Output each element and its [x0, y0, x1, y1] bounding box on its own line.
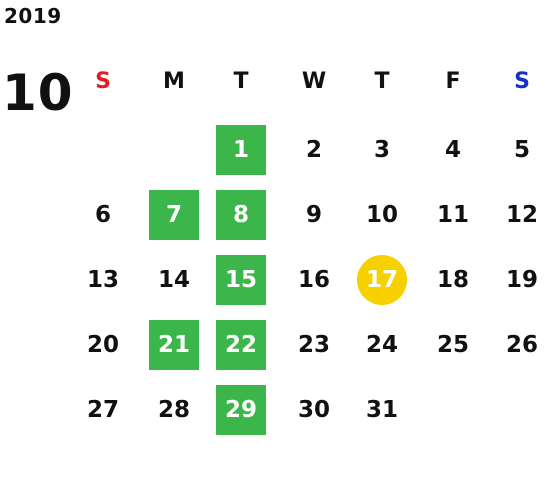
- day-cell[interactable]: 6: [94, 202, 111, 228]
- day-cell-highlighted[interactable]: 21: [149, 320, 199, 370]
- day-cell[interactable]: 24: [365, 332, 398, 358]
- day-cell[interactable]: 27: [86, 397, 119, 423]
- weekday-header: T: [233, 68, 249, 94]
- day-cell[interactable]: 3: [373, 137, 390, 163]
- day-cell[interactable]: 9: [305, 202, 322, 228]
- day-cell[interactable]: 12: [505, 202, 538, 228]
- day-cell[interactable]: 16: [297, 267, 330, 293]
- weekday-header: F: [445, 68, 461, 94]
- day-cell[interactable]: 26: [505, 332, 538, 358]
- day-cell[interactable]: 28: [157, 397, 190, 423]
- day-cell[interactable]: 13: [86, 267, 119, 293]
- day-cell-highlighted[interactable]: 8: [216, 190, 266, 240]
- day-cell-highlighted[interactable]: 15: [216, 255, 266, 305]
- day-cell[interactable]: 25: [436, 332, 469, 358]
- weekday-header: T: [374, 68, 390, 94]
- day-cell[interactable]: 23: [297, 332, 330, 358]
- day-cell[interactable]: 19: [505, 267, 538, 293]
- weekday-header: W: [301, 68, 327, 94]
- day-cell[interactable]: 2: [305, 137, 322, 163]
- day-cell[interactable]: 11: [436, 202, 469, 228]
- day-cell[interactable]: 20: [86, 332, 119, 358]
- day-cell-highlighted[interactable]: 29: [216, 385, 266, 435]
- day-cell-highlighted[interactable]: 1: [216, 125, 266, 175]
- weekday-header: S: [95, 68, 111, 94]
- weekday-header: M: [163, 68, 185, 94]
- day-cell[interactable]: 30: [297, 397, 330, 423]
- day-cell-today[interactable]: 17: [357, 255, 407, 305]
- day-cell-highlighted[interactable]: 22: [216, 320, 266, 370]
- year-label: 2019: [4, 4, 62, 28]
- day-cell[interactable]: 18: [436, 267, 469, 293]
- day-cell-highlighted[interactable]: 7: [149, 190, 199, 240]
- day-cell[interactable]: 4: [444, 137, 461, 163]
- day-cell[interactable]: 14: [157, 267, 190, 293]
- day-cell[interactable]: 10: [365, 202, 398, 228]
- month-label: 10: [2, 64, 74, 122]
- weekday-header: S: [514, 68, 530, 94]
- day-cell[interactable]: 5: [513, 137, 530, 163]
- day-cell[interactable]: 31: [365, 397, 398, 423]
